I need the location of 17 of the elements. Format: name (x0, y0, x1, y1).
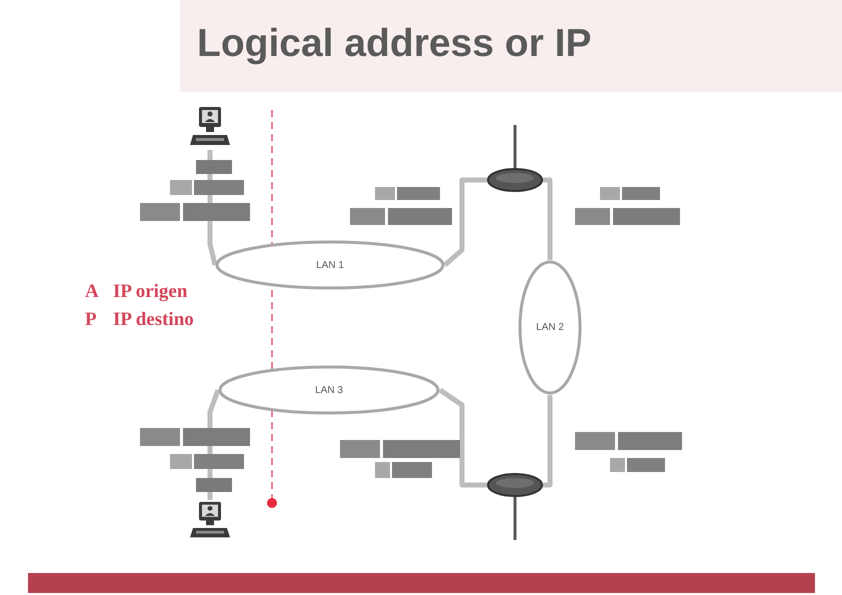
slide-title: Logical address or IP (197, 22, 592, 67)
legend-symbol: A (85, 282, 99, 303)
router-disk (487, 473, 543, 497)
network-label: LAN 2 (536, 322, 564, 333)
network-ellipse (215, 240, 445, 290)
legend-symbol: P (85, 310, 97, 331)
legend-text: IP origen (113, 282, 188, 303)
router-disk (487, 168, 543, 192)
network-ellipse (518, 260, 582, 395)
network-ellipse (218, 365, 440, 415)
network-link (543, 395, 552, 488)
network-link (443, 178, 487, 267)
network-label: LAN 3 (315, 384, 343, 396)
network-link (438, 388, 487, 488)
network-label: LAN 1 (316, 260, 344, 270)
network-link (543, 178, 552, 260)
legend-text: IP destino (113, 310, 194, 331)
